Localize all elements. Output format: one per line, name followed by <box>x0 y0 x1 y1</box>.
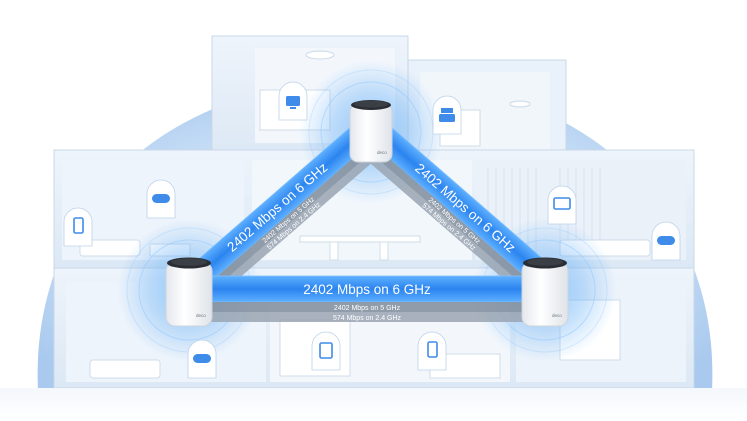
router-right: deco <box>521 257 569 327</box>
gamepad-icon <box>651 221 681 261</box>
router-left: deco <box>165 257 213 327</box>
gamepad-icon <box>146 179 176 219</box>
link-bottom-band-5ghz <box>189 302 545 312</box>
router-left-logo: deco <box>196 313 206 318</box>
smart-display-icon <box>547 185 577 225</box>
router-top-logo: deco <box>377 150 387 155</box>
link-left-band-5ghz <box>194 137 383 303</box>
link-left-band-24ghz <box>199 143 388 309</box>
link-bottom-24ghz-label: 574 Mbps on 2.4 GHz <box>333 315 402 322</box>
mobile-icon <box>63 207 93 247</box>
mobile-icon <box>417 331 447 371</box>
link-right-band-24ghz <box>355 144 544 309</box>
link-bottom-primary-label: 2402 Mbps on 6 GHz <box>303 282 431 297</box>
link-bottom-5ghz-label: 2402 Mbps on 5 GHz <box>334 305 401 312</box>
link-bottom-band-24ghz <box>189 312 545 322</box>
link-bottom: 2402 Mbps on 6 GHz 2402 Mbps on 5 GHz 57… <box>188 275 546 322</box>
device-badges <box>63 81 681 379</box>
tv-icon <box>278 81 308 121</box>
link-right-band-5ghz <box>360 138 549 303</box>
router-top: deco <box>349 100 393 163</box>
link-bottom-beam <box>188 275 546 303</box>
floor <box>0 388 747 421</box>
gamepad-icon <box>187 339 217 379</box>
router-right-logo: deco <box>552 313 562 318</box>
printer-icon <box>432 95 462 135</box>
tablet-icon <box>311 331 341 371</box>
